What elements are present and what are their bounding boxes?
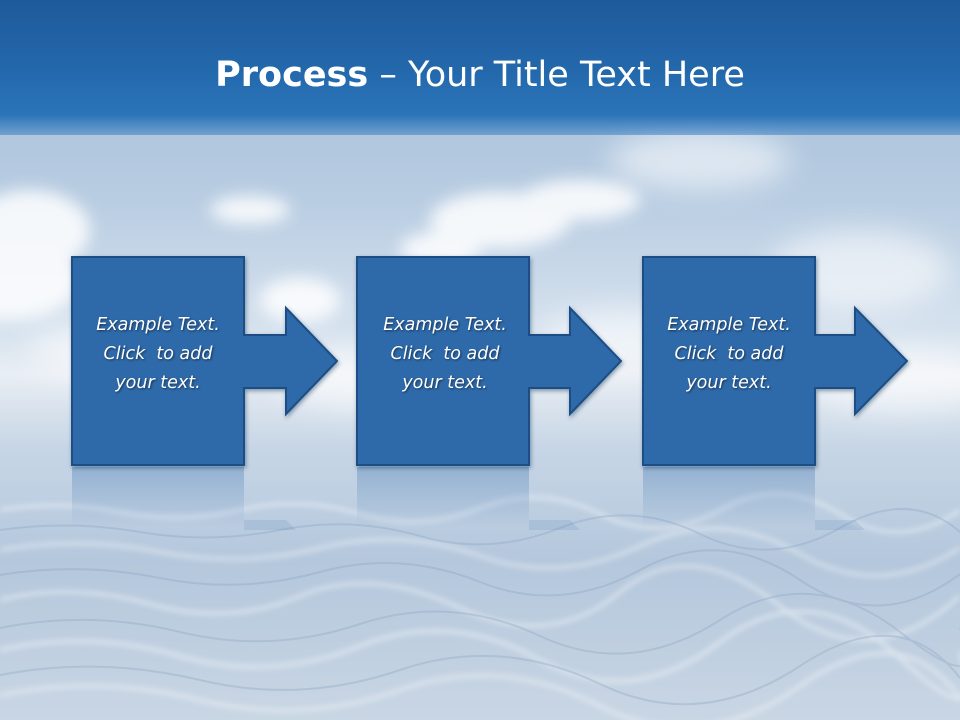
step-2-text[interactable]: Example Text. Click to add your text. [359, 311, 531, 398]
step-3-text[interactable]: Example Text. Click to add your text. [643, 311, 815, 398]
title-rest-part: – Your Title Text Here [368, 55, 745, 95]
step-1-arrow-box[interactable] [71, 256, 339, 466]
step-2-line-3: your text. [402, 373, 488, 393]
step-3-arrow-box[interactable] [642, 256, 909, 466]
step-1-line-3: your text. [115, 373, 201, 393]
step-3-line-1: Example Text. [667, 315, 791, 335]
step-1-reflection [72, 467, 296, 530]
step-3-reflection [643, 467, 865, 530]
step-3-line-2: Click to add [674, 344, 784, 364]
step-3-line-3: your text. [686, 373, 772, 393]
step-1-text[interactable]: Example Text. Click to add your text. [72, 311, 244, 398]
title-bold-part: Process [215, 55, 369, 95]
slide-title[interactable]: Process – Your Title Text Here [0, 50, 960, 100]
step-2-line-1: Example Text. [383, 315, 507, 335]
step-2-line-2: Click to add [390, 344, 500, 364]
step-1-line-2: Click to add [103, 344, 213, 364]
step-2-arrow-box[interactable] [356, 256, 623, 466]
step-2-reflection [357, 467, 580, 530]
step-1-line-1: Example Text. [96, 315, 220, 335]
title-bar: Process – Your Title Text Here [0, 0, 960, 135]
